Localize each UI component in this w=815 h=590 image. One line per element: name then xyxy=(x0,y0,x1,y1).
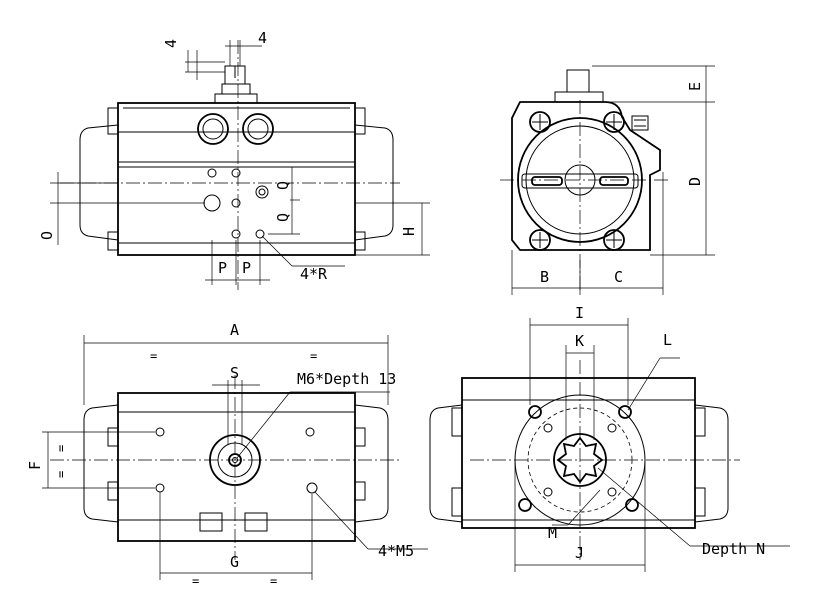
label-m: M xyxy=(548,524,557,542)
bottom-view xyxy=(42,335,428,580)
top-view xyxy=(429,318,790,572)
label-h: H xyxy=(400,227,418,236)
label-j: J xyxy=(575,544,584,562)
label-4m5: 4*M5 xyxy=(378,542,414,560)
label-g-equal-left: = xyxy=(192,574,199,588)
label-p-right: P xyxy=(242,259,251,277)
label-k: K xyxy=(575,332,584,350)
front-view xyxy=(50,40,430,290)
label-s: S xyxy=(230,364,239,382)
label-m6-depth13: M6*Depth 13 xyxy=(297,370,396,388)
label-b: B xyxy=(540,268,549,286)
label-d: D xyxy=(686,177,704,186)
label-a-equal-left: = xyxy=(150,349,157,363)
dimension-labels: 4 4 Q Q O H P P 4*R E D B C A = = S M6*D… xyxy=(26,29,765,588)
label-i: I xyxy=(575,304,584,322)
label-a: A xyxy=(230,321,239,339)
label-4r: 4*R xyxy=(300,265,328,283)
label-c: C xyxy=(614,268,623,286)
label-q-lower: Q xyxy=(274,213,292,222)
label-q-upper: Q xyxy=(274,181,292,190)
label-4-vertical: 4 xyxy=(162,39,180,48)
label-g-equal-right: = xyxy=(270,574,277,588)
label-e: E xyxy=(686,82,704,91)
label-p-left: P xyxy=(218,259,227,277)
label-depth-n: Depth N xyxy=(702,540,765,558)
side-view xyxy=(500,65,715,295)
label-a-equal-right: = xyxy=(310,349,317,363)
label-o: O xyxy=(38,231,56,240)
label-4-horizontal: 4 xyxy=(258,29,267,47)
label-f: F xyxy=(26,461,44,470)
label-g: G xyxy=(230,553,239,571)
label-f-equal-bottom: = xyxy=(54,471,68,478)
label-l: L xyxy=(663,331,672,349)
label-f-equal-top: = xyxy=(54,445,68,452)
